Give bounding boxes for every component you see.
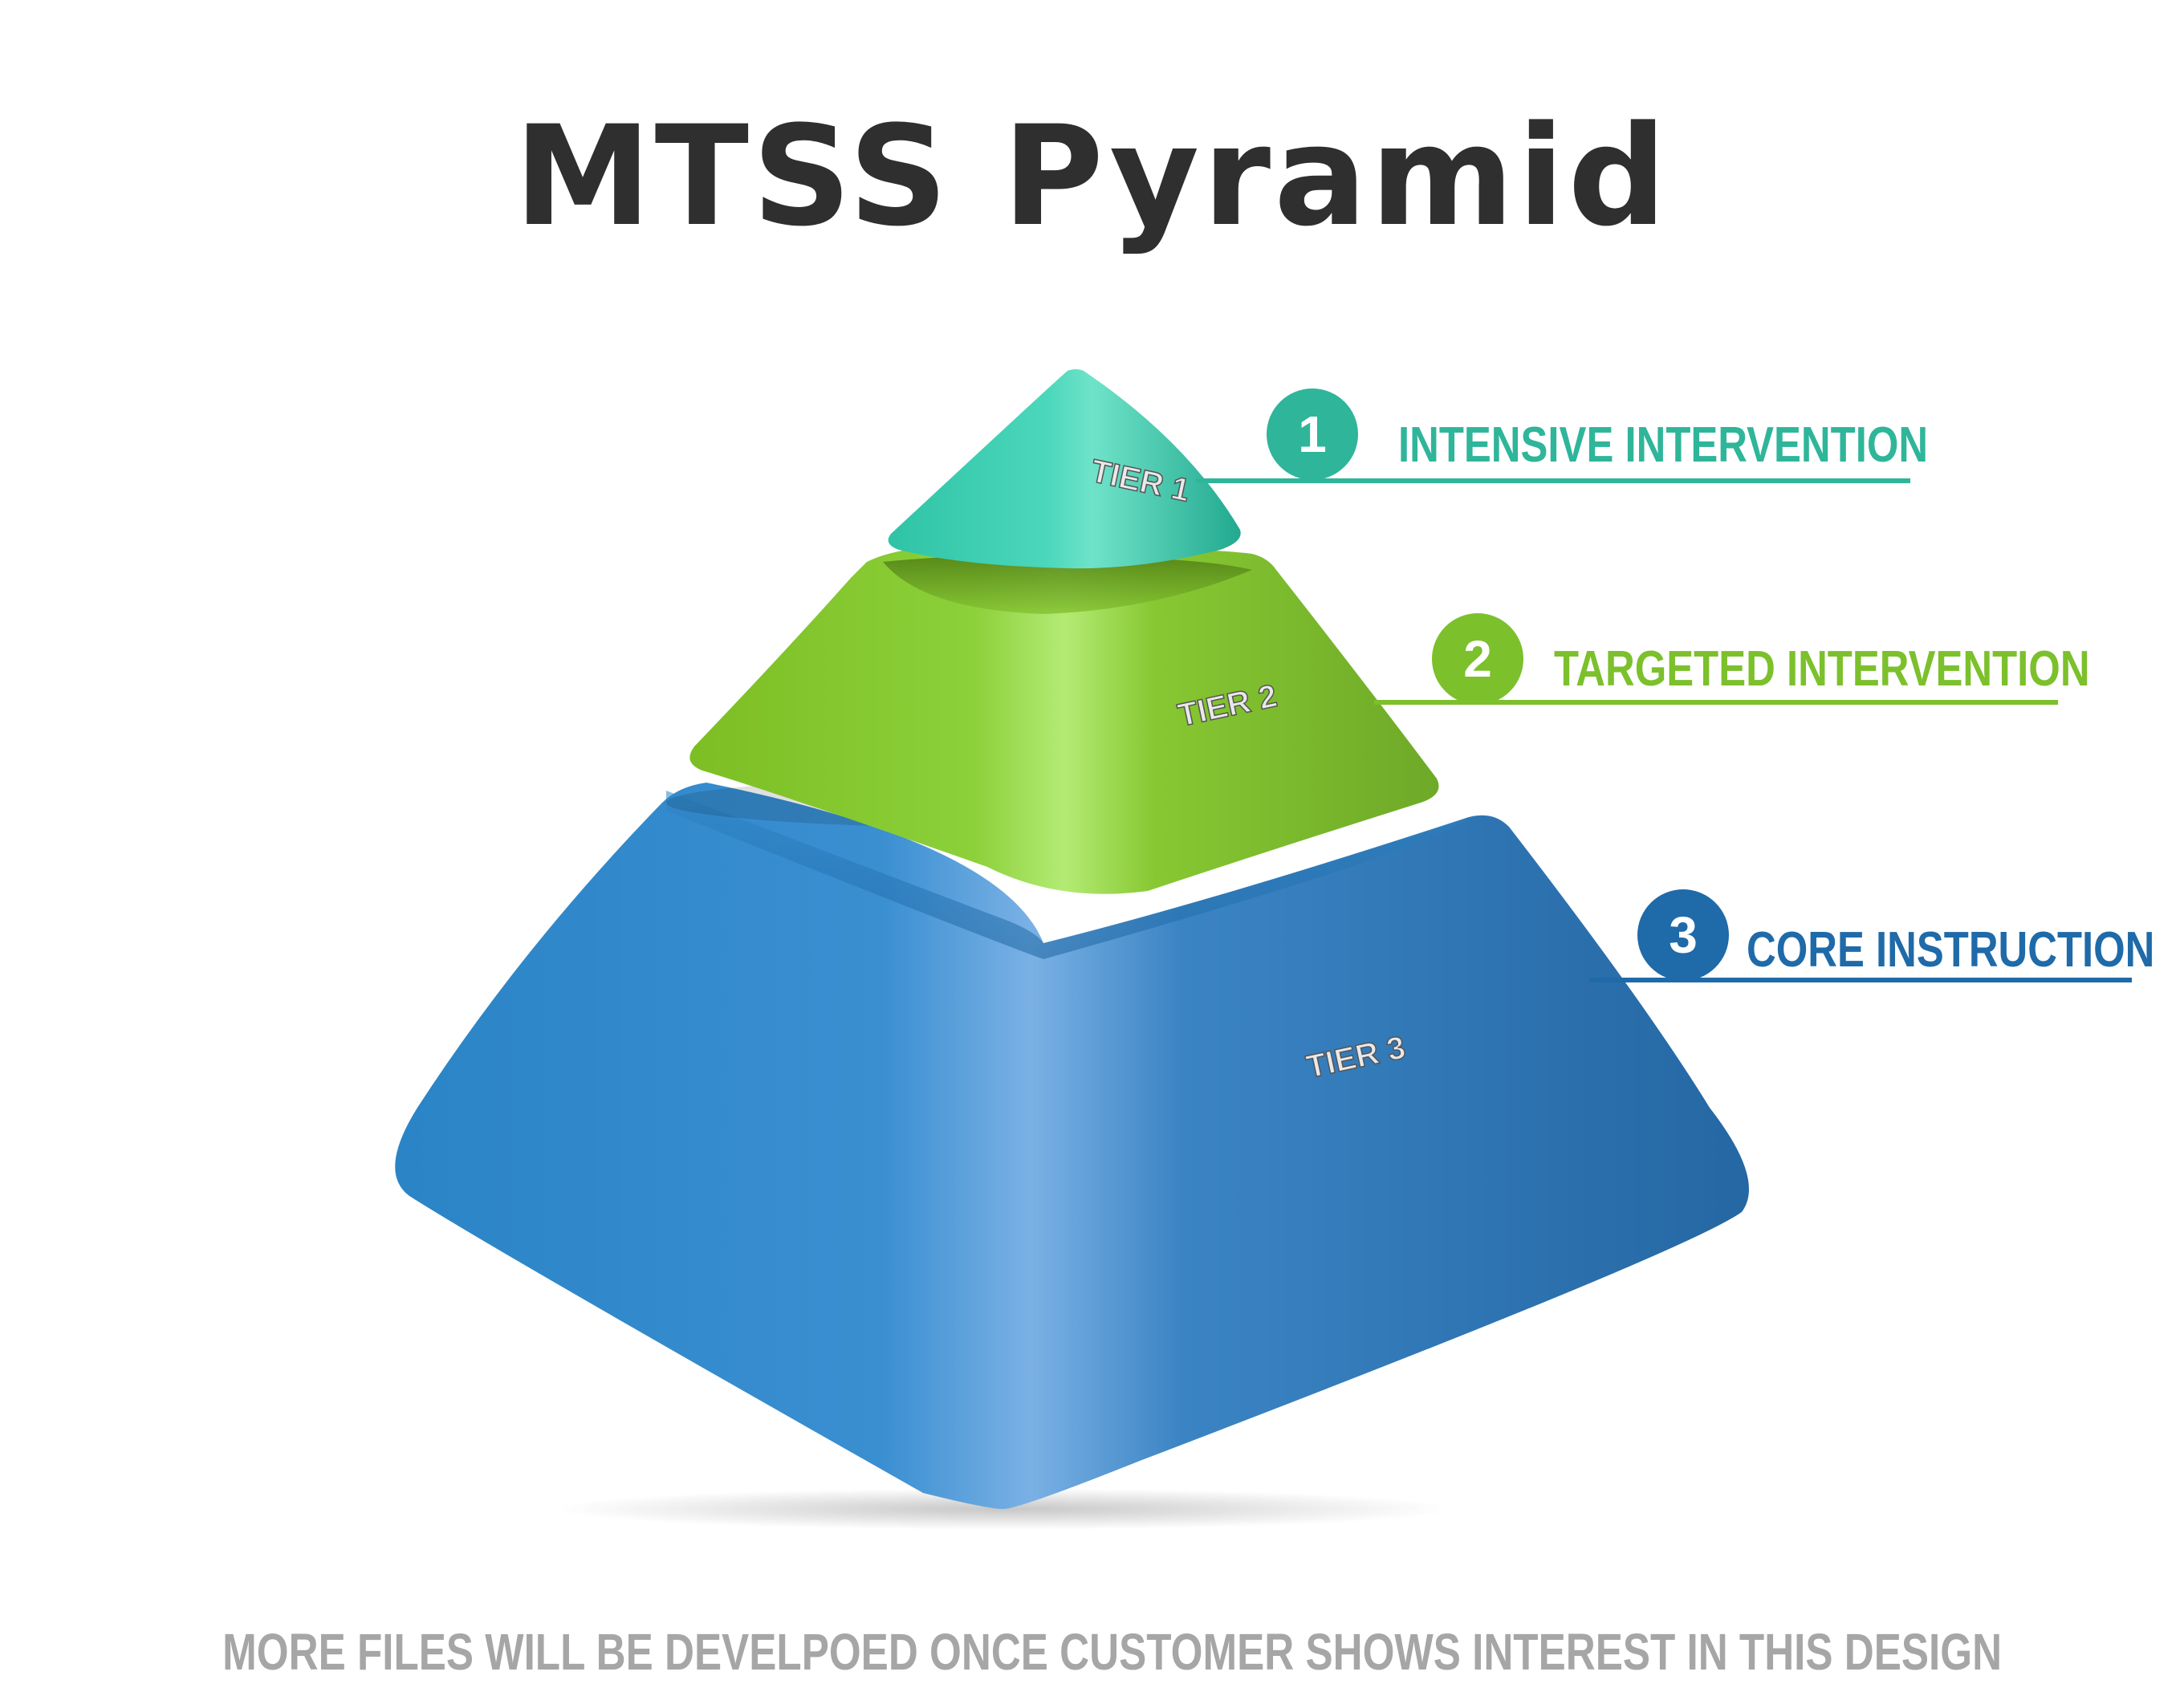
tier-1-label: INTENSIVE INTERVENTION <box>1398 417 1929 473</box>
footer-note: MORE FILES WILL BE DEVELPOED ONCE CUSTOM… <box>0 1620 2184 1684</box>
tier-3-body <box>395 783 1750 1509</box>
tier-3-label: CORE INSTRUCTION <box>1747 922 2155 978</box>
tier-1-leader-line <box>1196 478 1910 483</box>
tier-2-body <box>689 546 1439 894</box>
tier-3-leader-line <box>1589 978 2132 982</box>
tier-3-top-edge <box>666 791 1469 959</box>
tier-2-block <box>666 546 1439 894</box>
tier-1-body <box>888 369 1241 569</box>
tier-3-block <box>395 783 1750 1530</box>
page-title: MTSS Pyramid <box>514 96 1670 257</box>
tier-1-number-badge: 1 <box>1267 388 1358 480</box>
tier-2-number-badge: 2 <box>1432 613 1523 705</box>
tier-2-label: TARGETED INTERVENTION <box>1554 641 2090 697</box>
tier-2-top <box>883 555 1252 614</box>
footer-note-text: MORE FILES WILL BE DEVELPOED ONCE CUSTOM… <box>222 1623 2003 1681</box>
tier-3-number-badge: 3 <box>1637 889 1729 981</box>
tier-1-block <box>888 369 1241 569</box>
tier-2-leader-line <box>1374 700 2058 705</box>
